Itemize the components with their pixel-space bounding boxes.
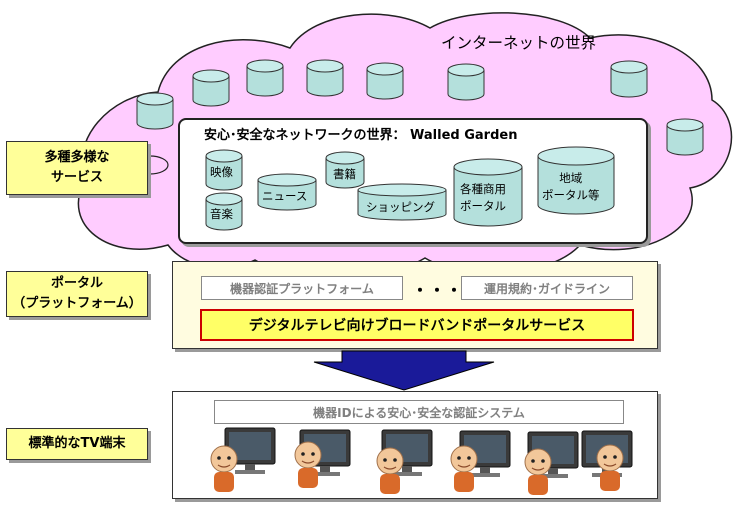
person-icon: [376, 447, 404, 495]
service-commercial-portal-label: 各種商用 ポータル: [460, 182, 506, 213]
person-icon: [524, 448, 552, 496]
side-label-portal: ポータル （プラットフォーム）: [6, 271, 148, 317]
service-music-label: 音楽: [210, 207, 233, 221]
service-books-label: 書籍: [333, 167, 356, 181]
side-label-tv: 標準的なTV端末: [6, 428, 148, 460]
service-regional-portal-label: 地域 ポータル等: [542, 171, 600, 202]
service-shopping-label: ショッピング: [366, 200, 435, 214]
internet-world-label: インターネットの世界: [441, 34, 597, 52]
person-icon: [596, 444, 624, 492]
person-icon: [450, 445, 478, 493]
broadband-portal-service-box: デジタルテレビ向けブロードバンドポータルサービス: [200, 309, 634, 341]
walled-garden-services: [205, 146, 615, 231]
device-auth-platform-box: 機器認証プラットフォーム: [201, 276, 403, 300]
auth-system-box: 機器IDによる安心･安全な認証システム: [214, 400, 624, 424]
walled-garden-title: 安心･安全なネットワークの世界： Walled Garden: [204, 128, 518, 143]
person-icon: [210, 445, 238, 493]
side-label-services: 多種多様な サービス: [6, 141, 148, 195]
ellipsis: ・・・: [412, 281, 464, 300]
service-news-label: ニュース: [262, 189, 308, 203]
service-video-label: 映像: [210, 165, 233, 179]
operating-rules-box: 運用規約･ガイドライン: [461, 276, 633, 300]
